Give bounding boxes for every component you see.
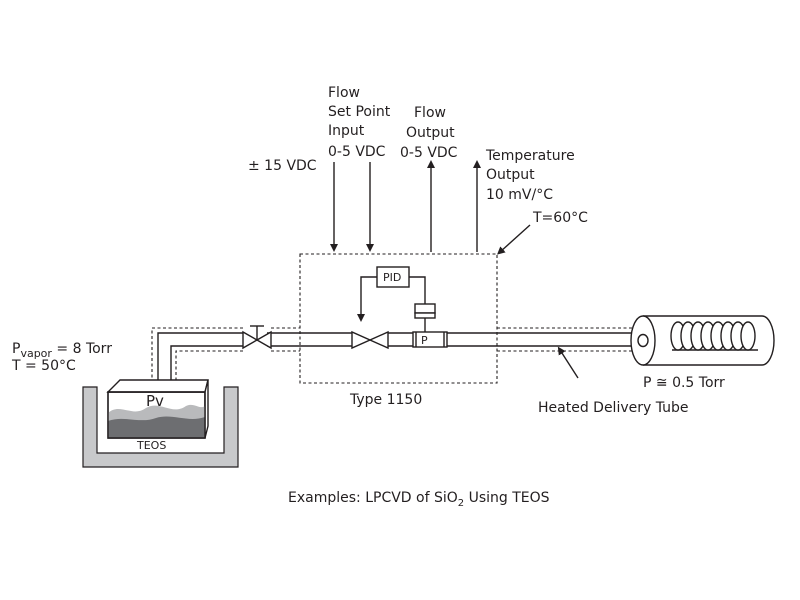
pv-label: Pv — [146, 392, 164, 410]
bath-temperature-label: T = 50°C — [11, 358, 76, 374]
type-1150-label: Type 1150 — [349, 392, 422, 408]
teos-label: TEOS — [136, 439, 166, 452]
flow-output-label: Flow Output 0-5 VDC — [400, 105, 459, 161]
bubbler-line-inner — [170, 345, 243, 391]
caption: Examples: LPCVD of SiO2 Using TEOS — [288, 490, 550, 509]
heated-delivery-tube-label: Heated Delivery Tube — [538, 400, 689, 416]
sensor-to-pid-line — [409, 276, 426, 304]
sensor-head — [414, 303, 436, 314]
bubbler-line-heater-inner — [175, 350, 243, 391]
flow-setpoint-label: Flow Set Point Input 0-5 VDC — [328, 85, 395, 160]
type-1150-enclosure — [299, 253, 498, 384]
teos-container — [106, 379, 209, 439]
pid-to-valve-line — [357, 276, 377, 322]
control-valve-left — [351, 330, 372, 350]
sensor-head-base — [414, 312, 436, 319]
shutoff-valve — [242, 325, 272, 350]
supply-voltage-label: ± 15 VDC — [248, 158, 317, 174]
heated-tube-pointer — [557, 346, 579, 379]
bubbler-line-heater-outer — [151, 327, 243, 391]
heating-bath — [82, 386, 239, 468]
control-valve-right — [368, 330, 389, 350]
temperature-output-label: Temperature Output 10 mV/°C — [485, 148, 579, 203]
wafer-boat — [670, 321, 758, 351]
chamber-pressure-label: P ≅ 0.5 Torr — [643, 375, 725, 391]
pressure-sensor-label: P — [421, 334, 428, 347]
pressure-sensor-block — [412, 331, 448, 348]
pid-label: PID — [383, 271, 401, 284]
mfc-temperature-label: T=60°C — [532, 210, 588, 226]
mfc-temperature-pointer — [497, 224, 531, 255]
reactor-chamber — [630, 315, 775, 366]
vapor-pressure-label: Pvapor = 8 Torr — [12, 341, 112, 360]
bubbler-line-outer — [157, 332, 243, 391]
